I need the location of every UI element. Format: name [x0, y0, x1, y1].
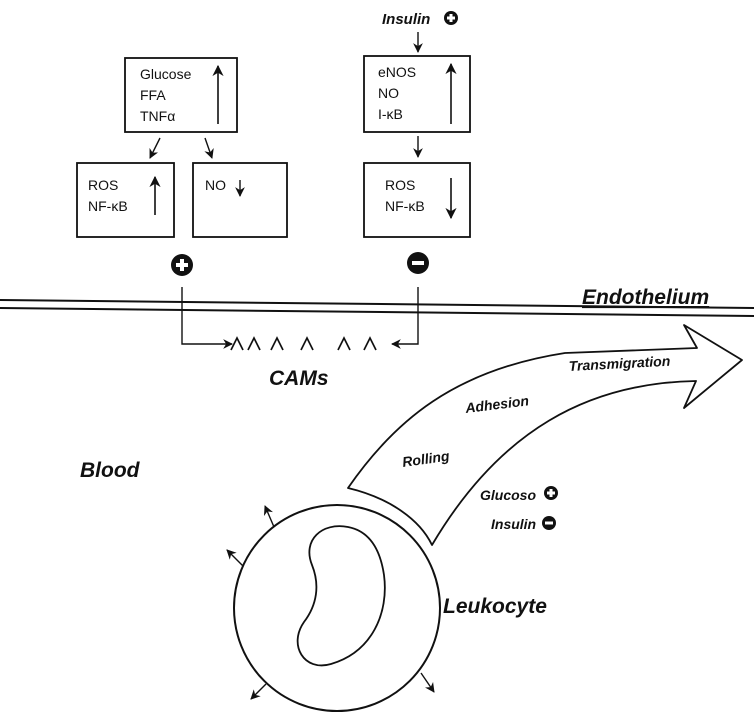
cam-receptors	[231, 338, 376, 350]
cam-receptor-icon	[248, 338, 260, 350]
cam-receptor-icon	[338, 338, 350, 350]
plus-circle-icon	[444, 11, 458, 25]
pseudopod-arrow-icon	[227, 550, 243, 566]
cams-label: CAMs	[269, 367, 329, 390]
plus-circle-icon	[171, 254, 193, 276]
box-ros-up-line-1: ROS	[88, 177, 118, 193]
box-glucose-line-3: TNFα	[140, 108, 175, 124]
connector-right	[392, 287, 418, 344]
box-enos-no-ikb: eNOS NO I-κB	[364, 56, 470, 132]
pseudopod-arrow-icon	[251, 684, 266, 699]
box-glucose-line-1: Glucose	[140, 66, 192, 82]
box-no-line-1: NO	[205, 177, 226, 193]
box-enos-line-2: NO	[378, 85, 399, 101]
box-enos-line-1: eNOS	[378, 64, 416, 80]
cam-receptor-icon	[271, 338, 283, 350]
pseudopod-arrow-icon	[265, 506, 274, 527]
cam-receptor-icon	[231, 338, 243, 350]
leukocyte-cell	[234, 505, 440, 711]
minus-circle-icon	[542, 516, 556, 530]
box-ros-down-line-2: NF-κB	[385, 198, 425, 214]
top-insulin-label: Insulin	[382, 11, 430, 28]
box-ros-down-line-1: ROS	[385, 177, 415, 193]
down-arrow-icon	[205, 138, 212, 158]
leukocyte-label: Leukocyte	[443, 595, 547, 618]
box-ros-up-line-2: NF-κB	[88, 198, 128, 214]
cam-receptor-icon	[364, 338, 376, 350]
migration-arrow	[348, 325, 742, 545]
connector-left	[182, 287, 232, 344]
effect-glucose-label: Glucoso	[480, 487, 536, 503]
cam-receptor-icon	[301, 338, 313, 350]
endothelium-line-lower	[0, 308, 754, 316]
blood-label: Blood	[80, 459, 141, 482]
box-no-down: NO	[193, 163, 287, 237]
box-ros-nfkb-up: ROS NF-κB	[77, 163, 174, 237]
box-ros-nfkb-down: ROS NF-κB	[364, 163, 470, 237]
effect-insulin-label: Insulin	[491, 516, 536, 532]
pseudopod-arrow-icon	[421, 673, 434, 692]
box-enos-line-3: I-κB	[378, 106, 403, 122]
down-arrow-icon	[150, 138, 160, 158]
plus-circle-icon	[544, 486, 558, 500]
minus-circle-icon	[407, 252, 429, 274]
box-glucose-line-2: FFA	[140, 87, 166, 103]
box-glucose-ffa-tnf: Glucose FFA TNFα	[125, 58, 237, 132]
endothelium-label: Endothelium	[582, 286, 709, 309]
